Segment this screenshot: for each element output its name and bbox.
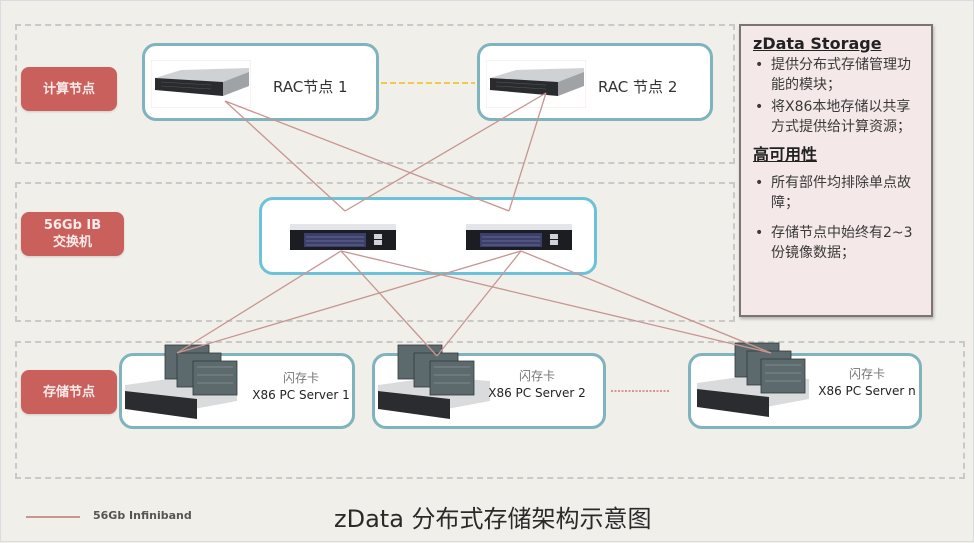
info-item: 将X86本地存储以共享方式提供给计算资源； xyxy=(753,97,923,137)
flash-card-label: 闪存卡 xyxy=(848,367,885,381)
ib-switch-icon xyxy=(290,224,396,250)
compute-node-label: RAC 节点 2 xyxy=(598,78,678,96)
compute-node-1[interactable]: RAC节点 1 xyxy=(142,43,379,121)
server-name: X86 PC Server 2 xyxy=(488,386,586,400)
tier-label-compute: 计算节点 xyxy=(21,67,117,111)
diagram-caption: zData 分布式存储架构示意图 xyxy=(334,505,652,533)
info-section1-list: 提供分布式存储管理功能的模块； 将X86本地存储以共享方式提供给计算资源； xyxy=(753,55,923,137)
ib-switch-group[interactable] xyxy=(259,197,597,275)
tier-label-storage: 存储节点 xyxy=(21,370,117,414)
tier-label-text: 56Gb IB xyxy=(43,218,102,233)
info-panel: zData Storage 提供分布式存储管理功能的模块； 将X86本地存储以共… xyxy=(739,24,933,317)
flash-card-label: 闪存卡 xyxy=(282,371,319,385)
server-with-flash-cards-icon xyxy=(697,342,809,417)
ib-switch-icon xyxy=(466,224,572,250)
tier-label-text: 计算节点 xyxy=(42,81,95,97)
info-section2-title: 高可用性 xyxy=(753,145,818,164)
legend-line-swatch xyxy=(26,516,80,518)
tier-label-text: 存储节点 xyxy=(42,384,95,400)
info-item: 提供分布式存储管理功能的模块； xyxy=(753,55,923,95)
storage-node-2-label: 闪存卡 X86 PC Server 2 xyxy=(485,367,589,400)
legend-label: 56Gb Infiniband xyxy=(93,509,192,522)
server-with-flash-cards-icon xyxy=(378,344,490,419)
server-name: X86 PC Server 1 xyxy=(252,388,350,402)
tier-label-text: 交换机 xyxy=(52,235,92,250)
info-section1-title: zData Storage xyxy=(753,34,882,53)
info-item: 存储节点中始终有2~3份镜像数据； xyxy=(753,223,923,263)
tier-label-switch: 56Gb IB 交换机 xyxy=(21,212,124,256)
info-item: 所有部件均排除单点故障； xyxy=(753,173,923,213)
storage-node-1-label: 闪存卡 X86 PC Server 1 xyxy=(249,369,353,402)
server-with-flash-cards-icon xyxy=(125,344,238,419)
rack-server-icon xyxy=(151,60,251,108)
server-name: X86 PC Server n xyxy=(818,384,916,398)
info-section2-list: 所有部件均排除单点故障； 存储节点中始终有2~3份镜像数据； xyxy=(753,173,923,263)
flash-card-label: 闪存卡 xyxy=(518,369,555,383)
compute-node-label: RAC节点 1 xyxy=(273,78,348,96)
rack-server-icon xyxy=(486,60,586,108)
storage-node-n-label: 闪存卡 X86 PC Server n xyxy=(815,365,919,398)
compute-node-2[interactable]: RAC 节点 2 xyxy=(477,43,713,121)
